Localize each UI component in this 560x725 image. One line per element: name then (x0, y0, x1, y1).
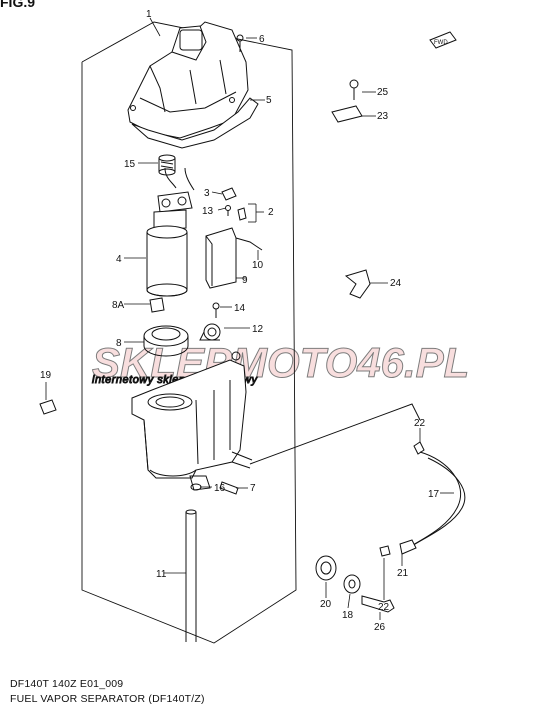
callout-2: 2 (268, 207, 274, 218)
callout-15: 15 (124, 159, 136, 170)
assembly-frame (81, 21, 297, 644)
callout-13: 13 (202, 206, 214, 217)
part-12-regulator (199, 323, 221, 341)
callout-3: 3 (204, 188, 210, 199)
callout-12: 12 (252, 324, 264, 335)
callout-9: 9 (242, 275, 248, 286)
callout-23: 23 (377, 111, 389, 122)
callout-19: 19 (40, 370, 52, 381)
figure-label: FIG.9 (0, 0, 36, 10)
footer-model-code: DF140T 140Z E01_009 (10, 678, 124, 690)
part-9-bracket (205, 227, 263, 289)
callout-25: 25 (377, 87, 389, 98)
callout-18: 18 (342, 610, 354, 621)
leader-lines (45, 17, 454, 620)
callout-5: 5 (266, 95, 272, 106)
callout-21: 21 (397, 568, 409, 579)
part-4-fuel-pump (146, 167, 195, 297)
fwd-badge: FWD (429, 31, 457, 49)
part-cover-assembly (127, 21, 259, 149)
part-17-hose (379, 441, 466, 557)
callout-24: 24 (390, 278, 402, 289)
part-20-18-26 (315, 555, 395, 613)
callout-7: 7 (250, 483, 256, 494)
part-8-ring (143, 325, 189, 357)
part-8a-14 (149, 297, 220, 318)
watermark-main: SKLEPMOTO46.PL (92, 339, 469, 386)
part-15-grommet (158, 154, 176, 176)
watermark: SKLEPMOTO46.PL internetowy sklep motocyk… (92, 339, 470, 387)
callout-26: 26 (374, 622, 386, 633)
callout-4: 4 (116, 254, 122, 265)
callout-16: 16 (214, 483, 226, 494)
callout-8a: 8A (112, 300, 125, 311)
callout-20: 20 (320, 599, 332, 610)
footer-title: FUEL VAPOR SEPARATOR (DF140T/Z) (10, 693, 205, 705)
callout-6: 6 (259, 34, 265, 45)
part-11-hose (185, 509, 197, 642)
callout-14: 14 (234, 303, 246, 314)
callout-numbers: 1 2 3 4 5 6 7 8 8A 9 10 11 12 13 14 15 1… (40, 9, 440, 633)
part-25-23-24 (331, 79, 371, 299)
callout-17: 17 (428, 489, 440, 500)
callout-10: 10 (252, 260, 264, 271)
part-19-cap (39, 399, 57, 415)
callout-8: 8 (116, 338, 122, 349)
callout-22a: 22 (414, 418, 426, 429)
breather-line (249, 403, 421, 465)
callout-11: 11 (156, 569, 167, 580)
part-separator-body (131, 351, 253, 491)
callout-22b: 22 (378, 602, 390, 613)
fwd-text: FWD (434, 40, 448, 46)
part-terminals (221, 187, 247, 221)
callout-1: 1 (146, 9, 152, 20)
part-16-7 (190, 481, 239, 495)
